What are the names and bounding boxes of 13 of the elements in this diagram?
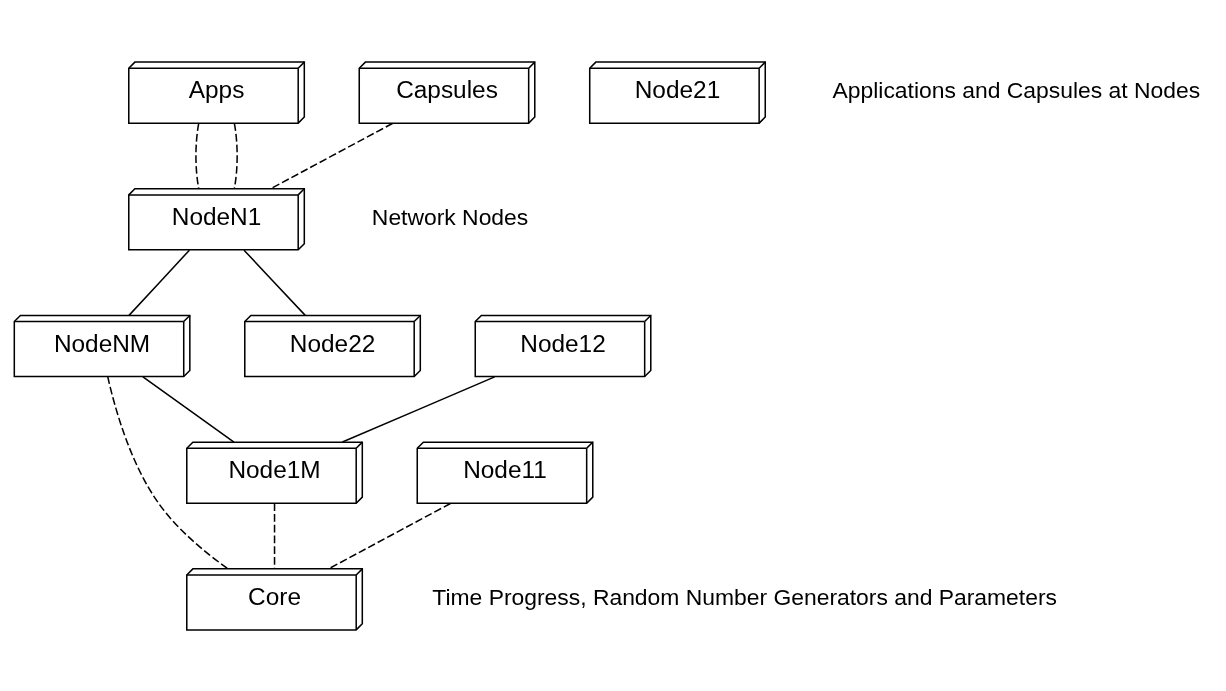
- connector: [328, 502, 452, 569]
- connector: [270, 122, 394, 189]
- connector: [341, 375, 496, 443]
- label: Time Progress, Random Number Generators and Parameters: [432, 583, 1057, 610]
- connector: [273, 502, 276, 569]
- connector: [106, 375, 229, 569]
- label: Network Nodes: [371, 203, 529, 230]
- connector: [128, 248, 191, 316]
- connector: [195, 122, 200, 189]
- connector: [233, 122, 238, 189]
- connector: [142, 375, 235, 443]
- label: Applications and Capsules at Nodes: [832, 76, 1201, 103]
- connector: [243, 248, 306, 316]
